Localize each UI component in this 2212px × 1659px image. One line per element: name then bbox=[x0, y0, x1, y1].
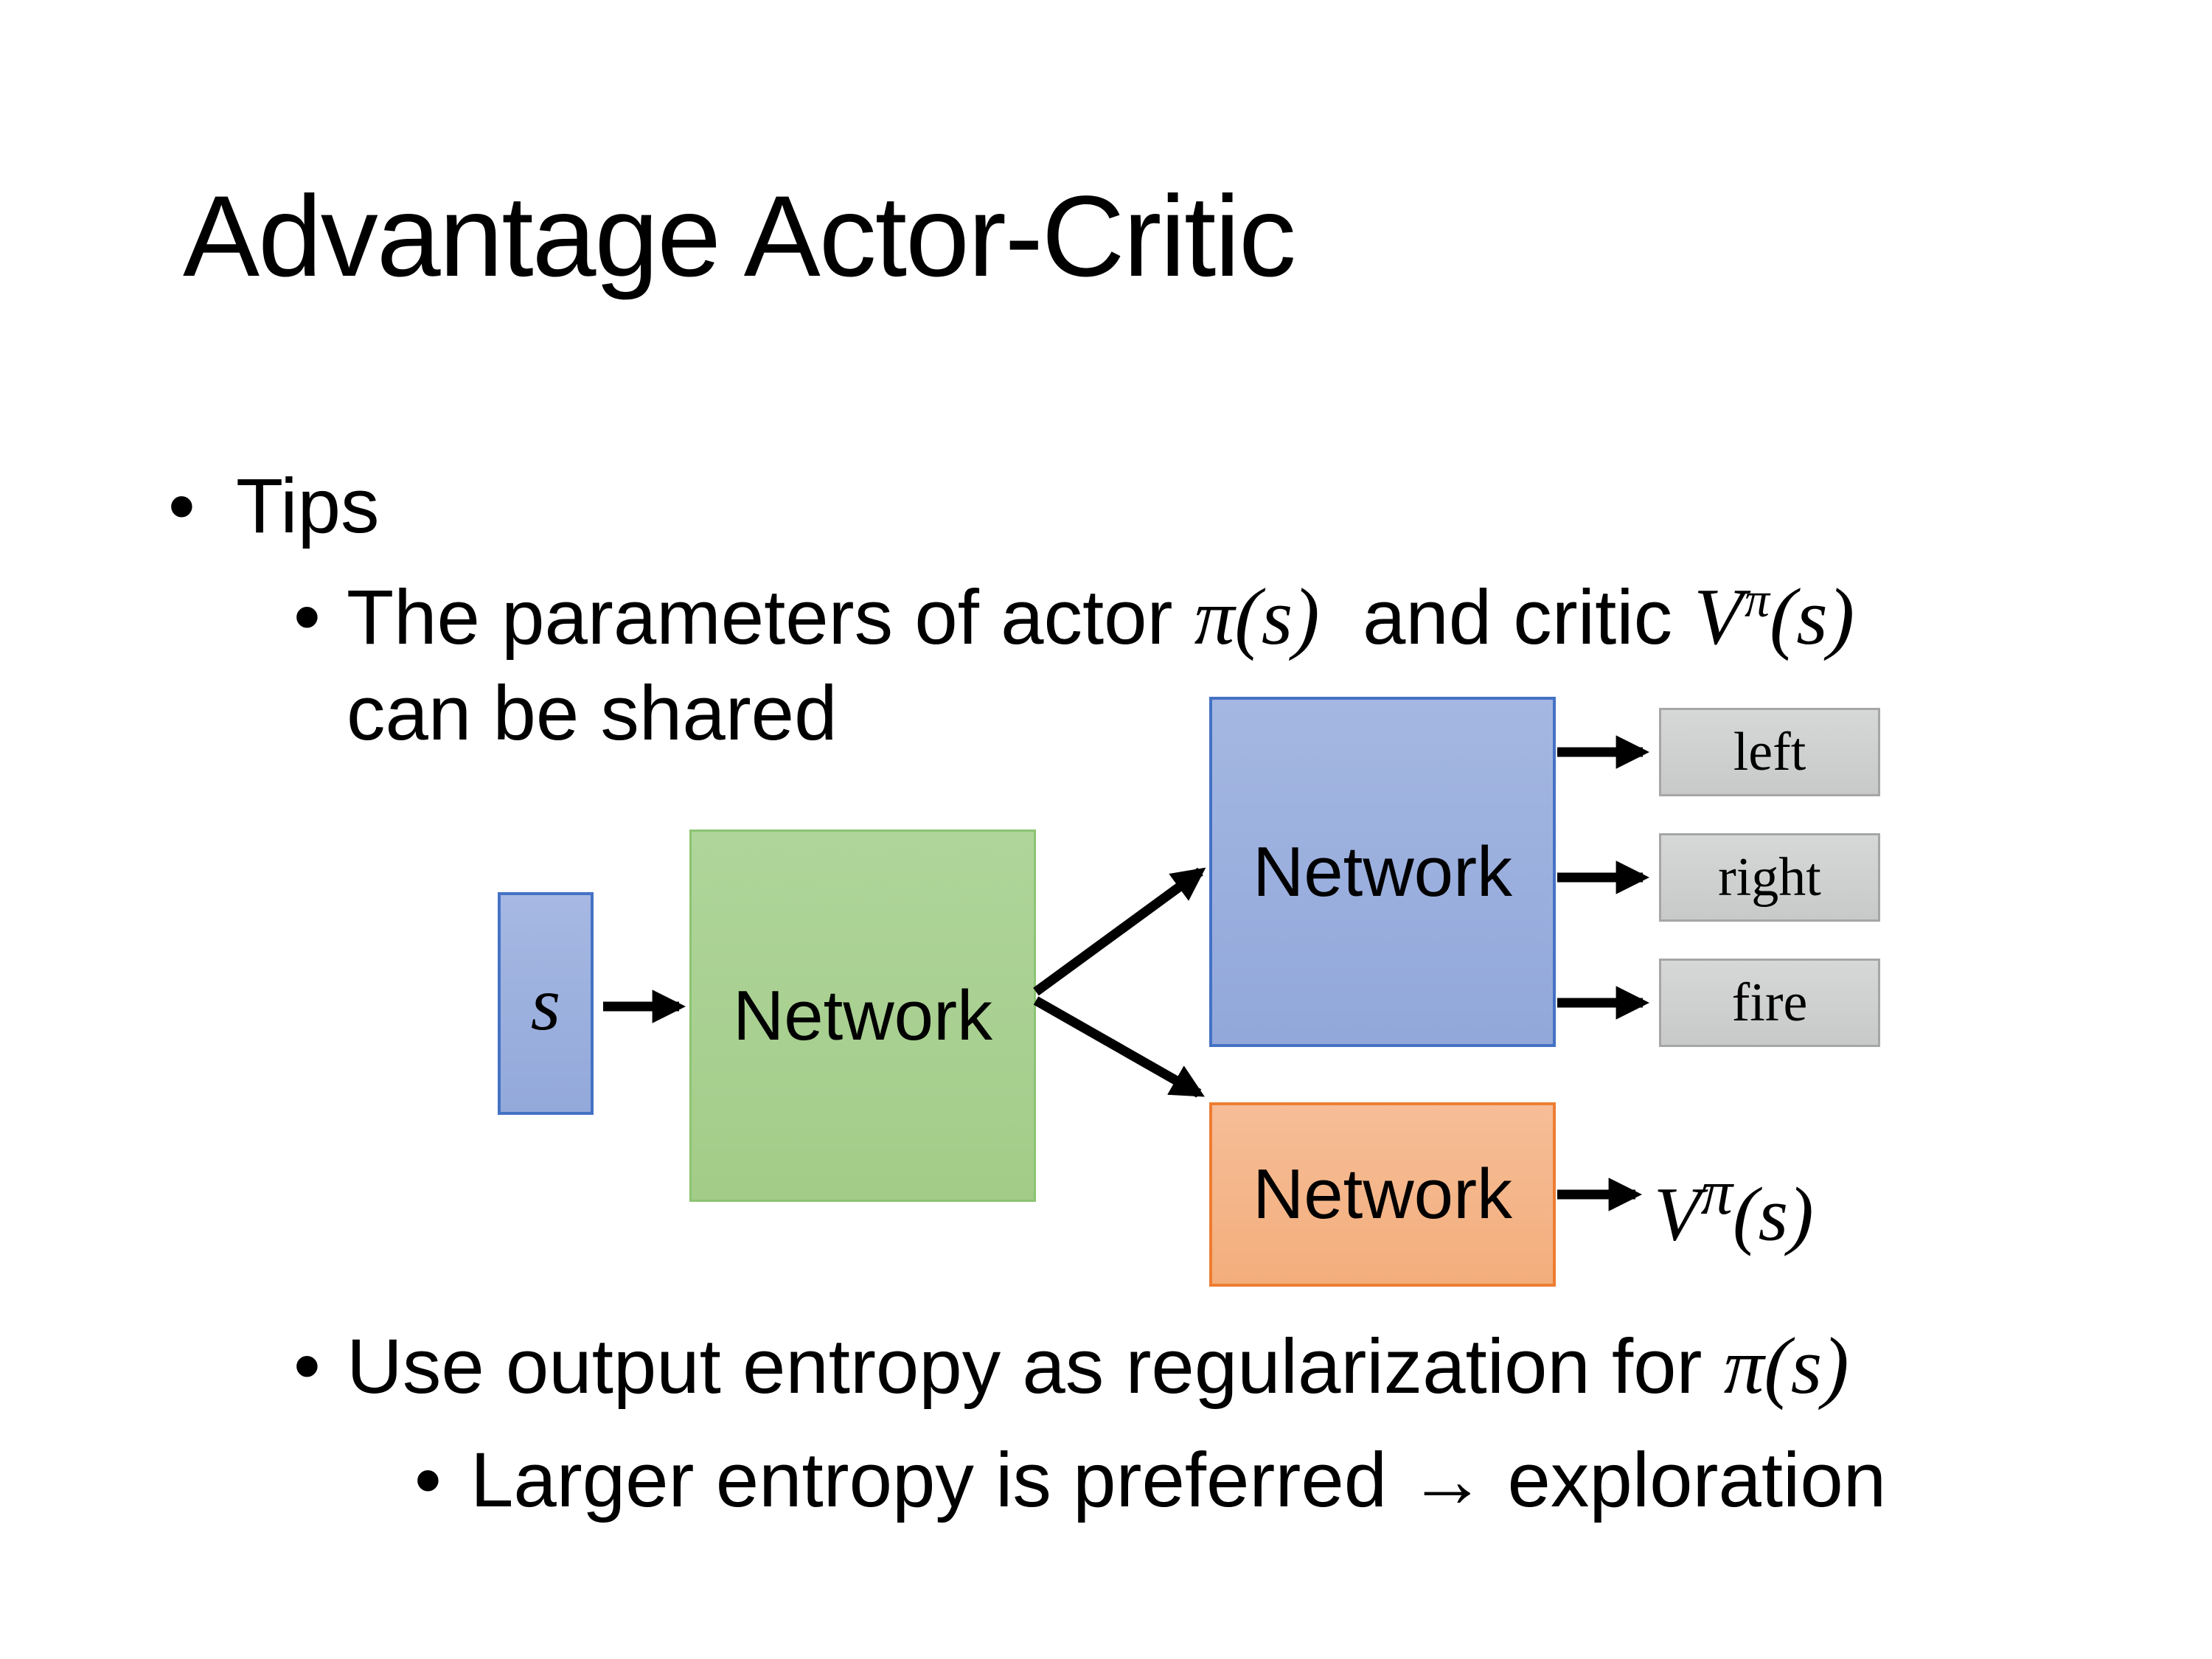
actor-policy-math: π(s) bbox=[1194, 572, 1320, 661]
critic-network-label: Network bbox=[1252, 1155, 1513, 1234]
shared-mid-text: and critic bbox=[1319, 574, 1694, 661]
shared-network-label: Network bbox=[732, 975, 993, 1055]
critic-v-args: (s) bbox=[1769, 572, 1855, 661]
entropy-prefix-text: Use output entropy as regularization for bbox=[347, 1324, 1724, 1410]
value-v-sup: π bbox=[1700, 1157, 1733, 1228]
shared-network-box: Network bbox=[689, 830, 1036, 1202]
value-v-base: V bbox=[1654, 1172, 1701, 1257]
bullet-icon: • bbox=[293, 1323, 321, 1409]
critic-v-base: V bbox=[1694, 572, 1743, 661]
page-title: Advantage Actor-Critic bbox=[183, 173, 1296, 301]
action-fire-label: fire bbox=[1731, 972, 1808, 1033]
action-left-label: left bbox=[1733, 721, 1806, 782]
bullet-shared-line1: The parameters of actor π(s) and critic … bbox=[347, 569, 1854, 666]
bullet-icon: • bbox=[293, 574, 321, 660]
arrow-shared-to-critic bbox=[1033, 996, 1205, 1098]
state-input-box: s bbox=[498, 892, 594, 1115]
entropy-pi-math: π(s) bbox=[1723, 1321, 1849, 1411]
action-box-right: right bbox=[1659, 833, 1880, 922]
bullet-tips: Tips bbox=[236, 463, 380, 549]
bullet-exploration: Larger entropy is preferred → exploratio… bbox=[470, 1437, 1887, 1523]
action-box-left: left bbox=[1659, 708, 1880, 796]
bullet-shared-params: The parameters of actor π(s) and critic … bbox=[347, 569, 1854, 762]
shared-prefix-text: The parameters of actor bbox=[347, 574, 1194, 661]
actor-network-box: Network bbox=[1209, 697, 1556, 1047]
arrow-shared-to-actor bbox=[1033, 867, 1206, 996]
critic-network-box: Network bbox=[1209, 1102, 1556, 1287]
bullet-icon: • bbox=[168, 463, 195, 549]
state-label: s bbox=[530, 961, 561, 1046]
critic-v-sup: π bbox=[1744, 571, 1770, 627]
bullet-entropy: Use output entropy as regularization for… bbox=[347, 1318, 1849, 1415]
actor-network-label: Network bbox=[1252, 832, 1513, 911]
bullet-shared-line2: can be shared bbox=[347, 670, 838, 757]
value-v-args: (s) bbox=[1732, 1172, 1814, 1257]
critic-value-math: Vπ(s) bbox=[1694, 572, 1854, 661]
action-right-label: right bbox=[1718, 846, 1821, 908]
action-box-fire: fire bbox=[1659, 959, 1880, 1047]
value-output-label: Vπ(s) bbox=[1654, 1144, 1814, 1263]
bullet-icon: • bbox=[414, 1437, 442, 1523]
